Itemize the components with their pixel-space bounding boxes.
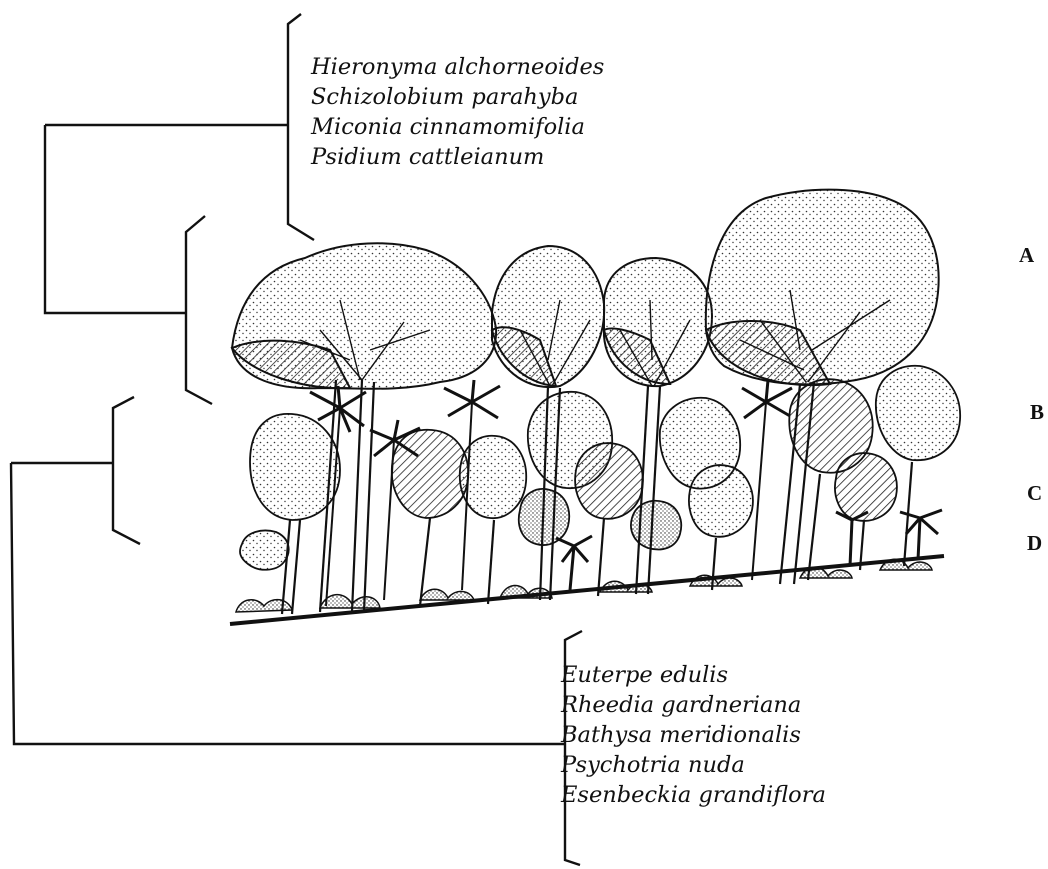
species-name: Bathysa meridionalis: [561, 720, 826, 750]
species-name: Euterpe edulis: [561, 660, 826, 690]
stratum-label-a: A: [1019, 245, 1034, 266]
emergent-canopy: [232, 190, 939, 389]
stratum-label-d: D: [1027, 533, 1042, 554]
species-name: Esenbeckia grandiflora: [561, 780, 826, 810]
species-name: Psychotria nuda: [561, 750, 826, 780]
species-name: Schizolobium parahyba: [311, 82, 604, 112]
species-name: Miconia cinnamomifolia: [311, 112, 604, 142]
bracket-strata-ab: [186, 216, 212, 404]
upper-strata-species-list: Hieronyma alchorneoides Schizolobium par…: [311, 52, 604, 172]
ground-line: [230, 556, 944, 624]
lower-strata-species-list: Euterpe edulis Rheedia gardneriana Bathy…: [561, 660, 826, 810]
stratum-label-c: C: [1027, 483, 1042, 504]
species-name: Rheedia gardneriana: [561, 690, 826, 720]
species-name: Psidium cattleianum: [311, 142, 604, 172]
upper-dendrogram-branch: [45, 125, 186, 313]
forest-illustration: [230, 190, 960, 624]
species-name: Hieronyma alchorneoides: [311, 52, 604, 82]
bracket-strata-cd: [113, 397, 140, 544]
stratum-label-b: B: [1030, 402, 1044, 423]
